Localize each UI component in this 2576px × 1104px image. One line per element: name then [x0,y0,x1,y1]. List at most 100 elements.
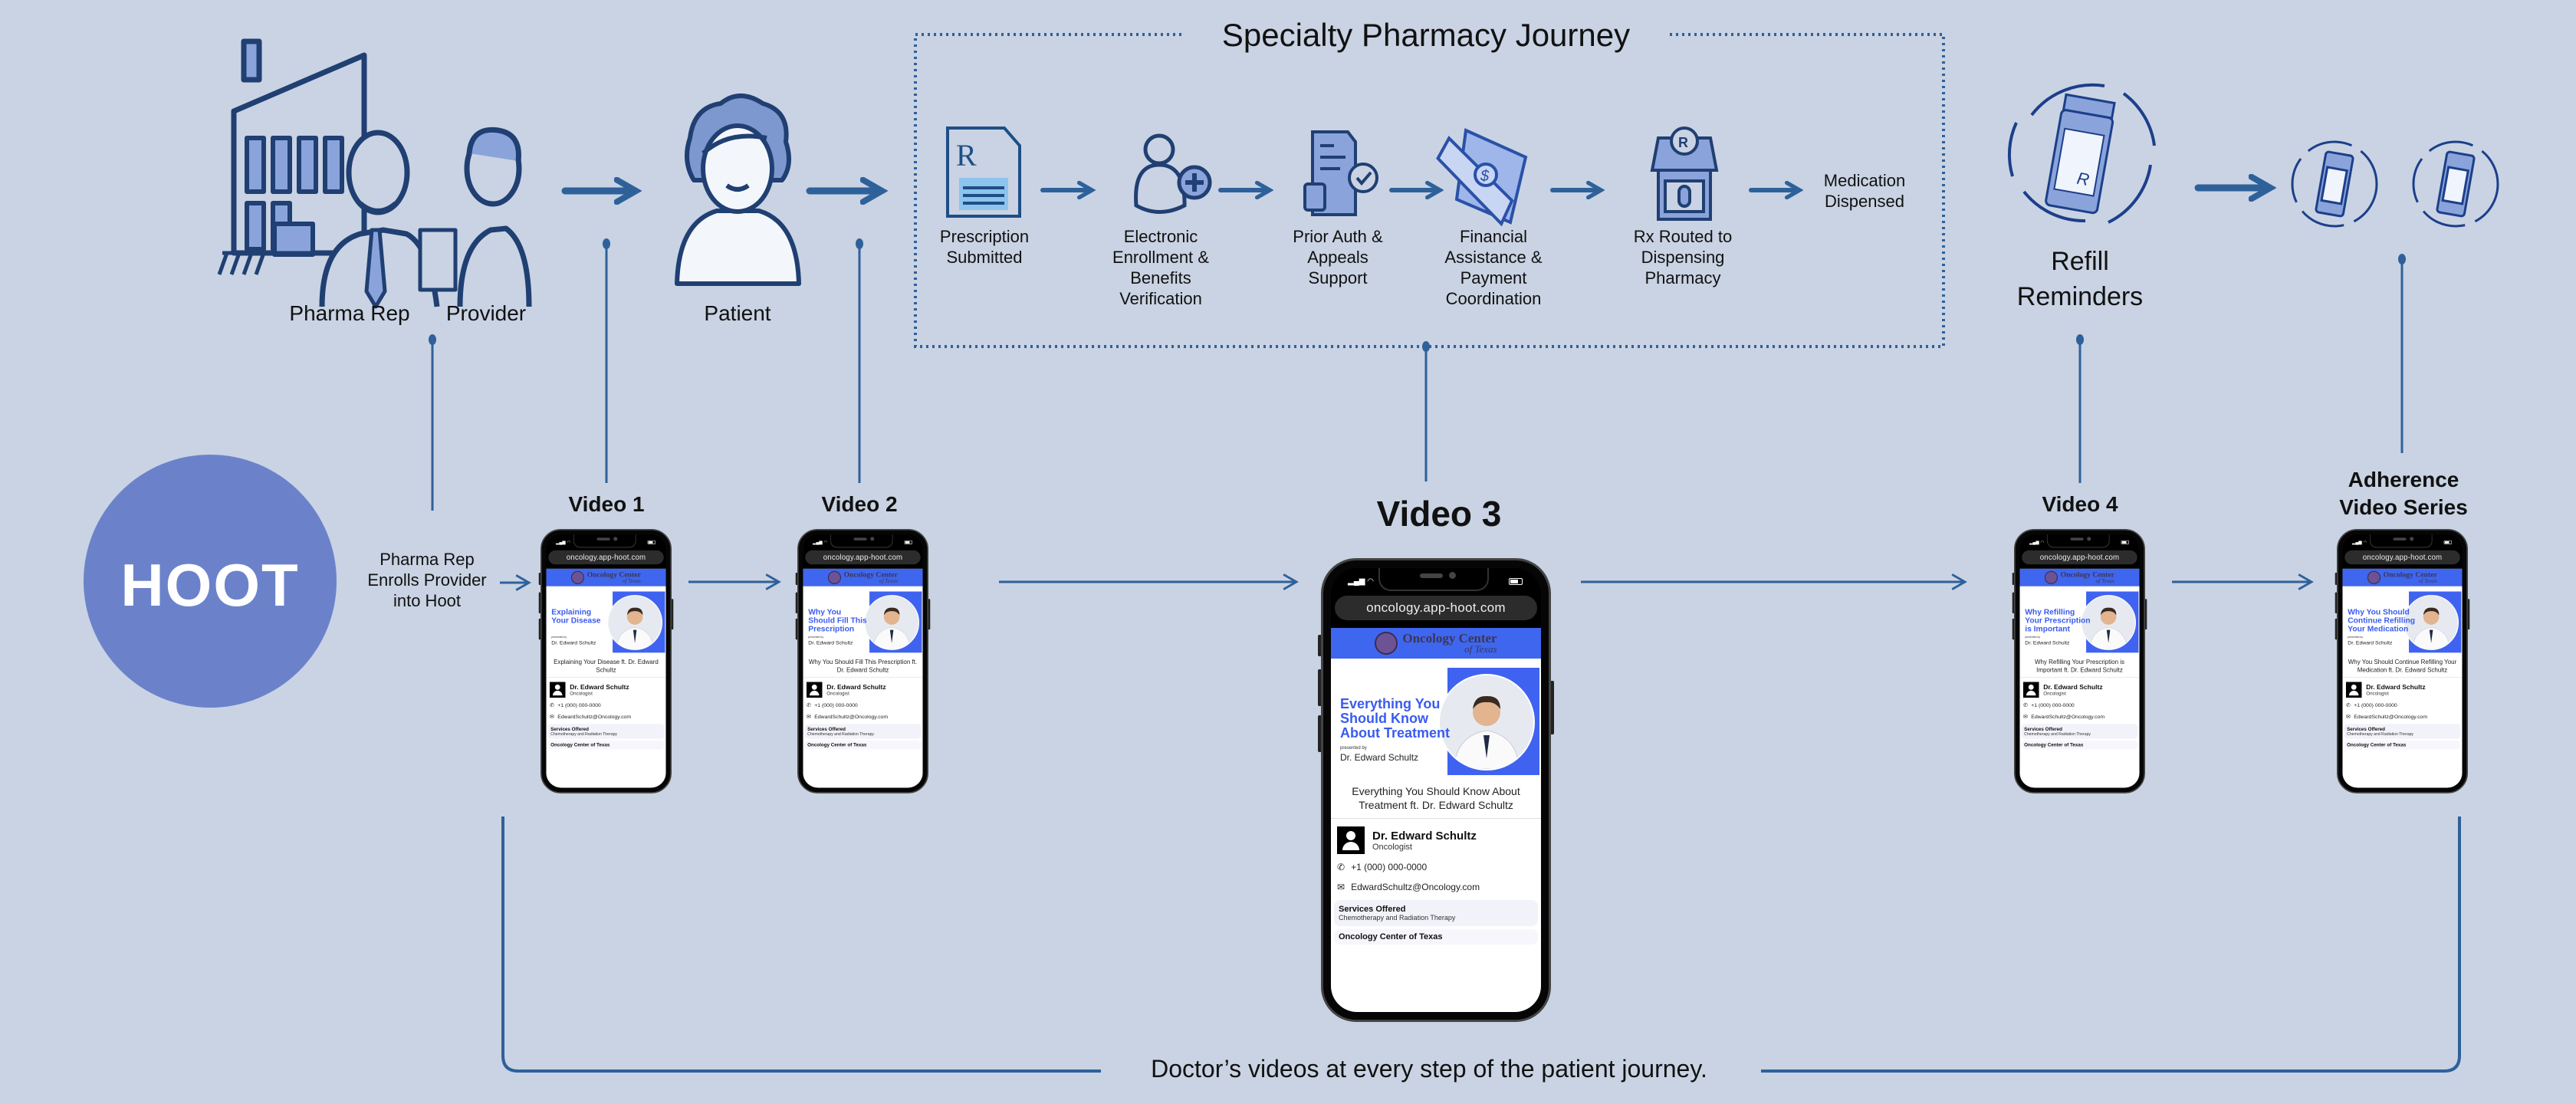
doctor-role: Oncologist [1372,842,1412,852]
video-caption: Why You Should Continue Refilling Your M… [2342,652,2463,678]
presented-by: presented by [2025,636,2041,639]
email-address: EdwardSchultz@Oncology.com [2031,713,2105,720]
org-name: Oncology Center of Texas [1334,929,1538,945]
url-bar[interactable]: oncology.app-hoot.com [1335,596,1537,620]
phone-row[interactable]: ✆+1 (000) 000-0000 [2019,699,2139,711]
doctor-name: Dr. Edward Schultz [1372,829,1477,843]
status-bar: ▂▄▆ ◠ [546,534,665,549]
video-thumbnail[interactable]: Explaining Your Disease presented by Dr.… [546,586,665,653]
video-3-phone[interactable]: ▂▄▆ ◠ oncology.app-hoot.com Oncology Cen… [1318,558,1554,1022]
step-label: Rx Routed to Dispensing Pharmacy [1633,227,1733,288]
pharmacy-store-icon: R [1650,127,1719,221]
phone-number: +1 (000) 000-0000 [2031,702,2075,708]
phone-row[interactable]: ✆+1 (000) 000-0000 [1331,857,1541,877]
video-1-phone[interactable]: ▂▄▆ ◠ oncology.app-hoot.com Oncology Cen… [538,529,674,794]
footer-caption: Doctor’s videos at every step of the pat… [1151,1055,1707,1083]
services-text: Chemotherapy and Radiation Therapy [550,731,617,737]
brand-name: Oncology Center [586,570,641,579]
email-row[interactable]: ✉EdwardSchultz@Oncology.com [1331,877,1541,897]
hero-doctor: Dr. Edward Schultz [551,639,596,646]
avatar-icon [2345,682,2362,698]
video-3-label: Video 3 [1376,494,1502,534]
video-caption: Everything You Should Know About Treatme… [1331,774,1541,819]
video-thumbnail[interactable]: Why You Should Fill This Prescription pr… [803,586,922,653]
phone-row[interactable]: ✆+1 (000) 000-0000 [546,699,665,711]
video-5-phone[interactable]: ▂▄▆ ◠ oncology.app-hoot.com Oncology Cen… [2334,529,2470,794]
phone-screen: ▂▄▆ ◠ oncology.app-hoot.com Oncology Cen… [546,534,666,788]
video-4-phone[interactable]: ▂▄▆ ◠ oncology.app-hoot.com Oncology Cen… [2012,529,2147,794]
email-row[interactable]: ✉EdwardSchultz@Oncology.com [2019,711,2139,722]
doctor-name: Dr. Edward Schultz [570,683,629,692]
signal-wifi-icon: ▂▄▆ ◠ [1348,577,1374,586]
video-thumbnail[interactable]: Everything You Should Know About Treatme… [1331,659,1541,775]
services-text: Chemotherapy and Radiation Therapy [1339,914,1456,922]
url-bar[interactable]: oncology.app-hoot.com [2022,550,2137,565]
mail-icon: ✉ [2022,713,2028,720]
status-bar: ▂▄▆ ◠ [2342,534,2462,549]
oncology-logo-icon [2045,570,2058,584]
presented-by: presented by [551,636,567,639]
url-bar[interactable]: oncology.app-hoot.com [548,550,664,565]
email-row[interactable]: ✉EdwardSchultz@Oncology.com [2342,711,2462,722]
email-address: EdwardSchultz@Oncology.com [814,713,889,720]
video-4-label: Video 4 [2042,492,2118,516]
doctor-role: Oncologist [2366,691,2389,697]
video-caption: Why You Should Fill This Prescription ft… [803,652,923,678]
hero-title: Why Refilling Your Prescription is Impor… [2025,607,2091,633]
specialty-pharmacy-title: Specialty Pharmacy Journey [1221,17,1631,53]
email-row[interactable]: ✉EdwardSchultz@Oncology.com [803,711,922,722]
rx-document-icon: R [946,127,1021,218]
url-bar[interactable]: oncology.app-hoot.com [805,550,921,565]
phone-row[interactable]: ✆+1 (000) 000-0000 [803,699,922,711]
hero-title: Why You Should Fill This Prescription [808,607,867,633]
step-label: Financial Assistance & Payment Coordinat… [1444,227,1543,308]
hero-title: Why You Should Continue Refilling Your M… [2348,607,2416,633]
user-plus-icon [1134,133,1212,214]
avatar-icon [2022,682,2039,698]
avatar-icon [549,682,566,698]
patient-label: Patient [704,301,771,325]
phone-icon: ✆ [2345,702,2351,708]
url-bar[interactable]: oncology.app-hoot.com [2344,550,2460,565]
video-1-label: Video 1 [568,492,645,516]
doctor-role: Oncologist [826,691,849,697]
brand-subname: of Texas [622,577,641,584]
pill-bottle-refill-icon: R [2007,83,2156,224]
doctor-photo [1438,674,1535,770]
hero-title: Explaining Your Disease [551,607,601,625]
hoot-logo-circle [84,455,337,708]
avatar-icon [1337,826,1365,854]
video-2-label: Video 2 [821,492,898,516]
video-2-phone[interactable]: ▂▄▆ ◠ oncology.app-hoot.com Oncology Cen… [795,529,931,794]
phone-row[interactable]: ✆+1 (000) 000-0000 [2342,699,2462,711]
phone-icon: ✆ [549,702,554,708]
doctor-name: Dr. Edward Schultz [2366,683,2426,692]
hero-doctor: Dr. Edward Schultz [1340,752,1419,763]
video-thumbnail[interactable]: Why You Should Continue Refilling Your M… [2342,586,2462,653]
brand-name: Oncology Center [1402,630,1497,646]
doctor-photo [2404,595,2459,650]
brand-subname: of Texas [2418,577,2437,584]
mail-icon: ✉ [1337,882,1346,892]
provider-label: Provider [445,301,527,325]
phone-number: +1 (000) 000-0000 [814,702,858,708]
oncology-logo-icon [2367,570,2381,584]
email-row[interactable]: ✉EdwardSchultz@Oncology.com [546,711,665,722]
step-label: Electronic Enrollment & Benefits Verific… [1112,227,1209,308]
video-caption: Why Refilling Your Prescription is Impor… [2019,652,2140,678]
signal-wifi-icon: ▂▄▆ ◠ [2029,540,2045,545]
email-address: EdwardSchultz@Oncology.com [2354,713,2428,720]
video-thumbnail[interactable]: Why Refilling Your Prescription is Impor… [2019,586,2139,653]
building-pharma-rep-provider-icon [217,38,532,309]
mail-icon: ✉ [2345,713,2351,720]
